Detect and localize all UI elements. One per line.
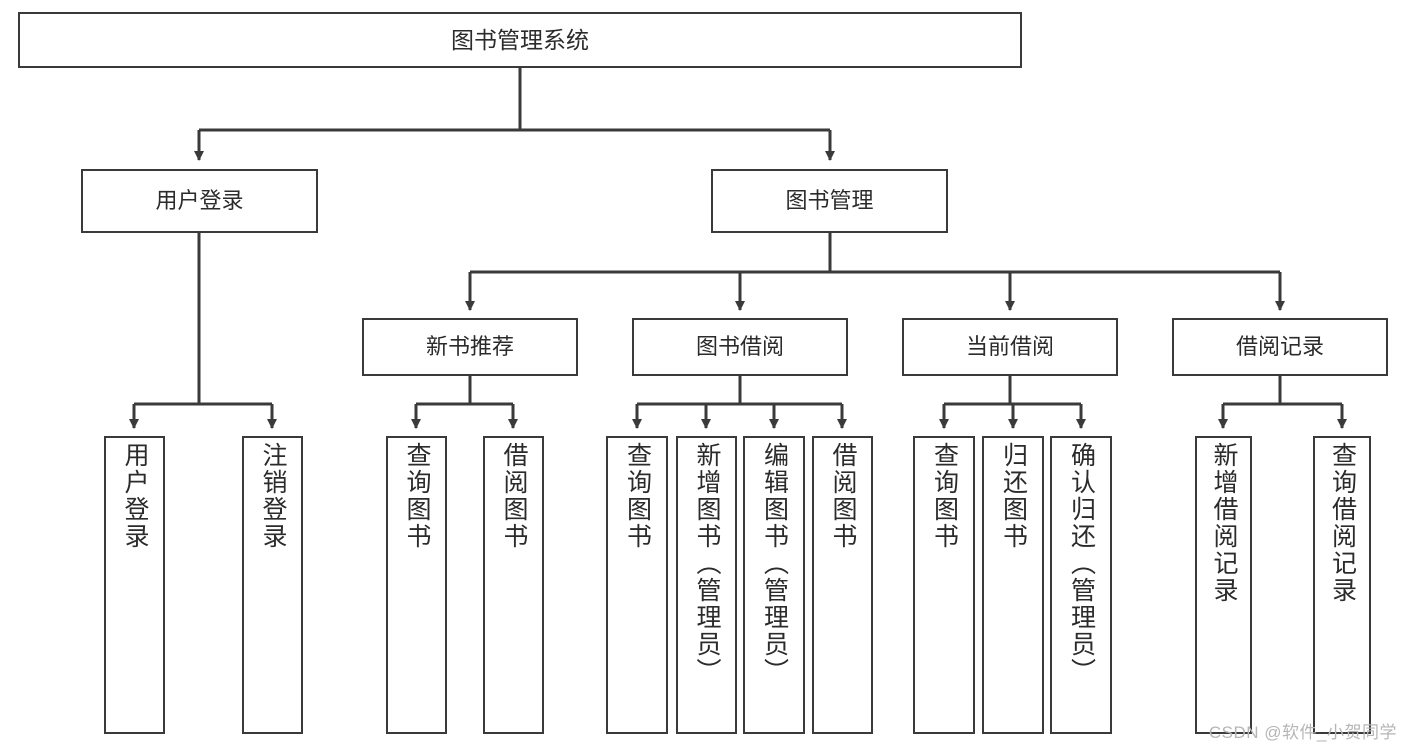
node-leaf-return-book-label: 归还图书 [999, 442, 1028, 550]
node-leaf-add-record-label: 新增借阅记录 [1210, 442, 1238, 604]
node-leaf-user-login[interactable]: 用户登录 [104, 436, 165, 734]
node-leaf-add-book[interactable]: 新增图书（管理员） [676, 436, 737, 734]
node-leaf-add-record[interactable]: 新增借阅记录 [1195, 436, 1252, 734]
node-leaf-query-book-1[interactable]: 查询图书 [386, 436, 447, 734]
node-leaf-edit-book[interactable]: 编辑图书（管理员） [743, 436, 805, 734]
node-leaf-add-book-label: 新增图书（管理员） [693, 442, 721, 685]
node-new-book-recommend-label: 新书推荐 [425, 334, 514, 360]
node-leaf-borrow-book-2[interactable]: 借阅图书 [812, 436, 873, 734]
node-current-borrow-label: 当前借阅 [965, 334, 1054, 360]
node-leaf-user-login-label: 用户登录 [121, 442, 149, 550]
node-leaf-query-book-3-label: 查询图书 [930, 442, 959, 550]
node-borrow-record-label: 借阅记录 [1235, 334, 1324, 360]
node-leaf-query-book-3[interactable]: 查询图书 [913, 436, 975, 734]
node-user-login-label: 用户登录 [155, 188, 244, 214]
node-leaf-borrow-book-1[interactable]: 借阅图书 [483, 436, 544, 734]
node-leaf-query-book-2[interactable]: 查询图书 [606, 436, 668, 734]
node-leaf-query-book-2-label: 查询图书 [623, 442, 652, 550]
node-leaf-logout-login-label: 注销登录 [259, 442, 287, 550]
node-root[interactable]: 图书管理系统 [18, 12, 1022, 68]
node-book-management-label: 图书管理 [785, 188, 874, 214]
node-new-book-recommend[interactable]: 新书推荐 [362, 318, 578, 376]
node-user-login[interactable]: 用户登录 [81, 169, 318, 233]
node-leaf-confirm-return-label: 确认归还（管理员） [1067, 442, 1096, 685]
node-root-label: 图书管理系统 [451, 26, 589, 53]
node-leaf-borrow-book-1-label: 借阅图书 [500, 442, 528, 550]
node-leaf-logout-login[interactable]: 注销登录 [242, 436, 303, 734]
node-leaf-query-record[interactable]: 查询借阅记录 [1313, 436, 1371, 734]
node-leaf-query-record-label: 查询借阅记录 [1328, 442, 1357, 604]
node-leaf-return-book[interactable]: 归还图书 [982, 436, 1044, 734]
node-borrow-record[interactable]: 借阅记录 [1172, 318, 1388, 376]
node-book-borrow-label: 图书借阅 [695, 334, 784, 360]
node-book-borrow[interactable]: 图书借阅 [632, 318, 848, 376]
node-leaf-query-book-1-label: 查询图书 [403, 442, 431, 550]
node-current-borrow[interactable]: 当前借阅 [902, 318, 1118, 376]
node-book-management[interactable]: 图书管理 [711, 169, 948, 233]
node-leaf-confirm-return[interactable]: 确认归还（管理员） [1050, 436, 1112, 734]
node-leaf-edit-book-label: 编辑图书（管理员） [760, 442, 789, 685]
node-leaf-borrow-book-2-label: 借阅图书 [829, 442, 857, 550]
csdn-watermark: CSDN @软件_小贺同学 [1208, 723, 1397, 742]
